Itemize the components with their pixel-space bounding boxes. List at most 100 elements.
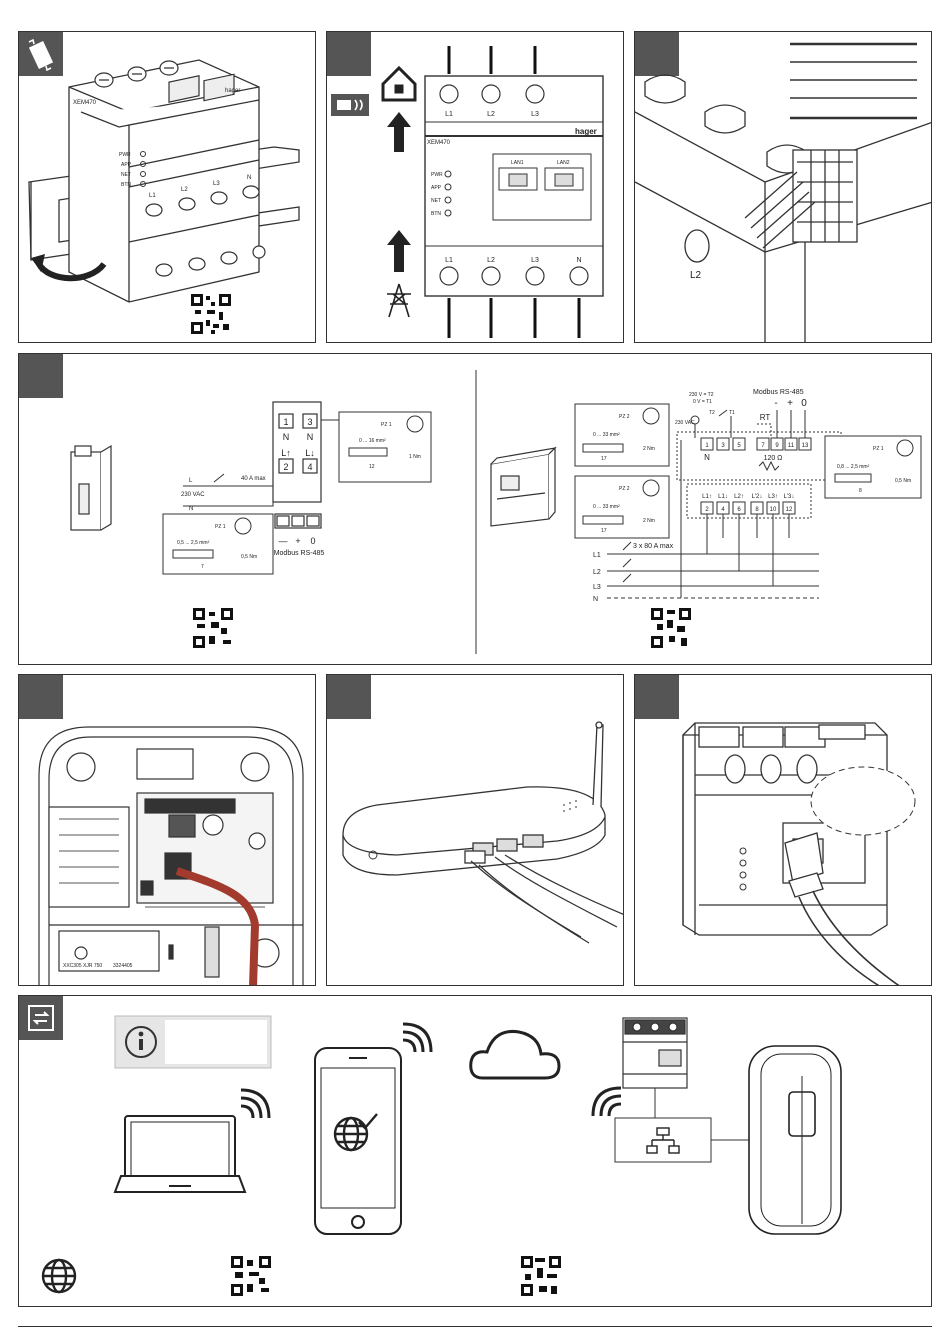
t2-label: T2 (709, 410, 715, 416)
terminal-sub: L'3↓ (784, 494, 795, 500)
modbus-label: Modbus RS-485 (274, 550, 325, 557)
modbus-sign: - (774, 398, 777, 409)
screwdriver-label: PZ 2 (619, 414, 630, 420)
terminal-number: 2 (705, 507, 709, 513)
panel-router (326, 674, 624, 986)
terminal-label: L1 (445, 257, 453, 264)
step-tab (635, 675, 679, 719)
strip-length-label: 12 (369, 464, 375, 470)
panel-network-overview (18, 995, 932, 1307)
wire-section-label: 0,5 ... 2,5 mm² (177, 540, 210, 546)
wifi-icon (402, 1022, 433, 1053)
led-label: APP (431, 185, 442, 191)
screwdriver-label: PZ 1 (873, 446, 884, 452)
qr-code-icon (191, 294, 231, 334)
screwdriver-label: PZ 1 (215, 524, 226, 530)
led-label: PWR (431, 172, 443, 178)
terminal-number: 9 (775, 443, 779, 449)
svg-text:L3: L3 (213, 181, 220, 187)
terminal-number: 12 (786, 507, 793, 513)
terminal-number: 6 (737, 507, 741, 513)
step-tab (19, 996, 63, 1040)
torque-label: 2 Nm (643, 446, 655, 452)
svg-text:L2: L2 (181, 187, 188, 193)
panel-charger-inside: XXC305 XJR 750 3324405 (18, 674, 316, 986)
rt-label: RT (760, 413, 771, 422)
terminal-sub: L1↓ (718, 494, 728, 500)
strip-length-label: 17 (601, 456, 607, 462)
rotate-arrow-icon (36, 261, 107, 282)
rotate-device-icon (28, 38, 54, 72)
house-icon (381, 65, 417, 102)
wire-section-label: 0 ... 33 mm² (593, 432, 620, 438)
qr-code-icon (651, 608, 691, 648)
led-label: BTN (431, 211, 441, 217)
ct-loop-label: L2 (690, 270, 702, 281)
brand-label: hager (225, 88, 240, 94)
network-switch-icon (646, 1127, 680, 1154)
terminal-sub: N (283, 432, 290, 442)
model-label: XEM470 (427, 140, 451, 146)
terminal-sub: L1↑ (702, 494, 712, 500)
screwdriver-label: PZ 1 (381, 422, 392, 428)
energy-meter-icon (331, 94, 369, 116)
red-cable (175, 867, 260, 985)
supply-l-label: L (189, 478, 193, 484)
terminal-sub: L2↑ (734, 494, 744, 500)
qr-code-icon (231, 1256, 271, 1296)
model-label: XEM470 (73, 100, 97, 106)
terminal-number: 1 (705, 443, 709, 449)
cloud-icon (469, 1029, 561, 1080)
voltage-note: 0 V = T1 (693, 399, 712, 405)
strip-length-label: 17 (601, 528, 607, 534)
terminal-label: L2 (487, 257, 495, 264)
modbus-label: Modbus RS-485 (753, 389, 804, 396)
globe-check-icon (333, 1113, 378, 1152)
step-tab (19, 675, 63, 719)
torque-label: 0,5 Nm (895, 478, 911, 484)
terminal-sub: L↑ (281, 448, 291, 458)
modbus-sign: + (295, 536, 300, 546)
led-label: PWR (119, 152, 131, 158)
modbus-sign: 0 (310, 536, 315, 546)
qr-code-icon (521, 1256, 561, 1296)
supply-voltage-label: 230 VAC (181, 492, 205, 498)
network-switch-icon (28, 1005, 54, 1031)
charger-pcb-illustration: XXC305 XJR 750 3324405 (38, 726, 304, 985)
callout-bubble (810, 766, 916, 836)
breaker-label: 3 x 80 A max (633, 543, 674, 550)
screwdriver-label: PZ 2 (619, 486, 630, 492)
info-icon (125, 1026, 157, 1058)
front-view-illustration: XEM470 hager L1 L2 L3 L1 L2 L3 N PWR APP… (331, 46, 604, 338)
torque-label: 1 Nm (409, 454, 421, 460)
led-label: BTN (121, 182, 131, 188)
charger-label: XXC305 (63, 963, 82, 969)
led-label: NET (121, 172, 131, 178)
brand-label: hager (575, 127, 597, 136)
led-label: APP (121, 162, 132, 168)
panel-wiring-diagrams: 1 3 N N L↑ L↓ 2 4 L 230 VAC N 40 A max P… (18, 353, 932, 665)
globe-icon (41, 1258, 77, 1294)
terminal-number: 13 (802, 443, 809, 449)
wiring-diagrams: 1 3 N N L↑ L↓ 2 4 L 230 VAC N 40 A max P… (70, 370, 922, 654)
led-label: NET (431, 198, 441, 204)
terminal-label: L3 (531, 111, 539, 118)
terminal-number: 10 (770, 507, 777, 513)
terminal-number: 3 (721, 443, 725, 449)
ct-connector-illustration: L2 (635, 42, 931, 342)
terminal-sub: L3↑ (768, 494, 778, 500)
wifi-icon (591, 1086, 622, 1117)
network-overview-illustration (41, 1015, 842, 1296)
svg-text:N: N (247, 175, 251, 181)
phase-label: L3 (593, 584, 601, 591)
wire-section-label: 0 ... 16 mm² (359, 438, 386, 444)
charger-label: 3324405 (113, 963, 133, 969)
strip-length-label: 8 (859, 488, 862, 494)
terminal-number: 2 (283, 462, 288, 472)
panel-front-wiring: XEM470 hager L1 L2 L3 L1 L2 L3 N PWR APP… (326, 31, 624, 343)
torque-label: 0,5 Nm (241, 554, 257, 560)
step-tab (635, 32, 679, 76)
qr-code-icon (193, 608, 233, 648)
